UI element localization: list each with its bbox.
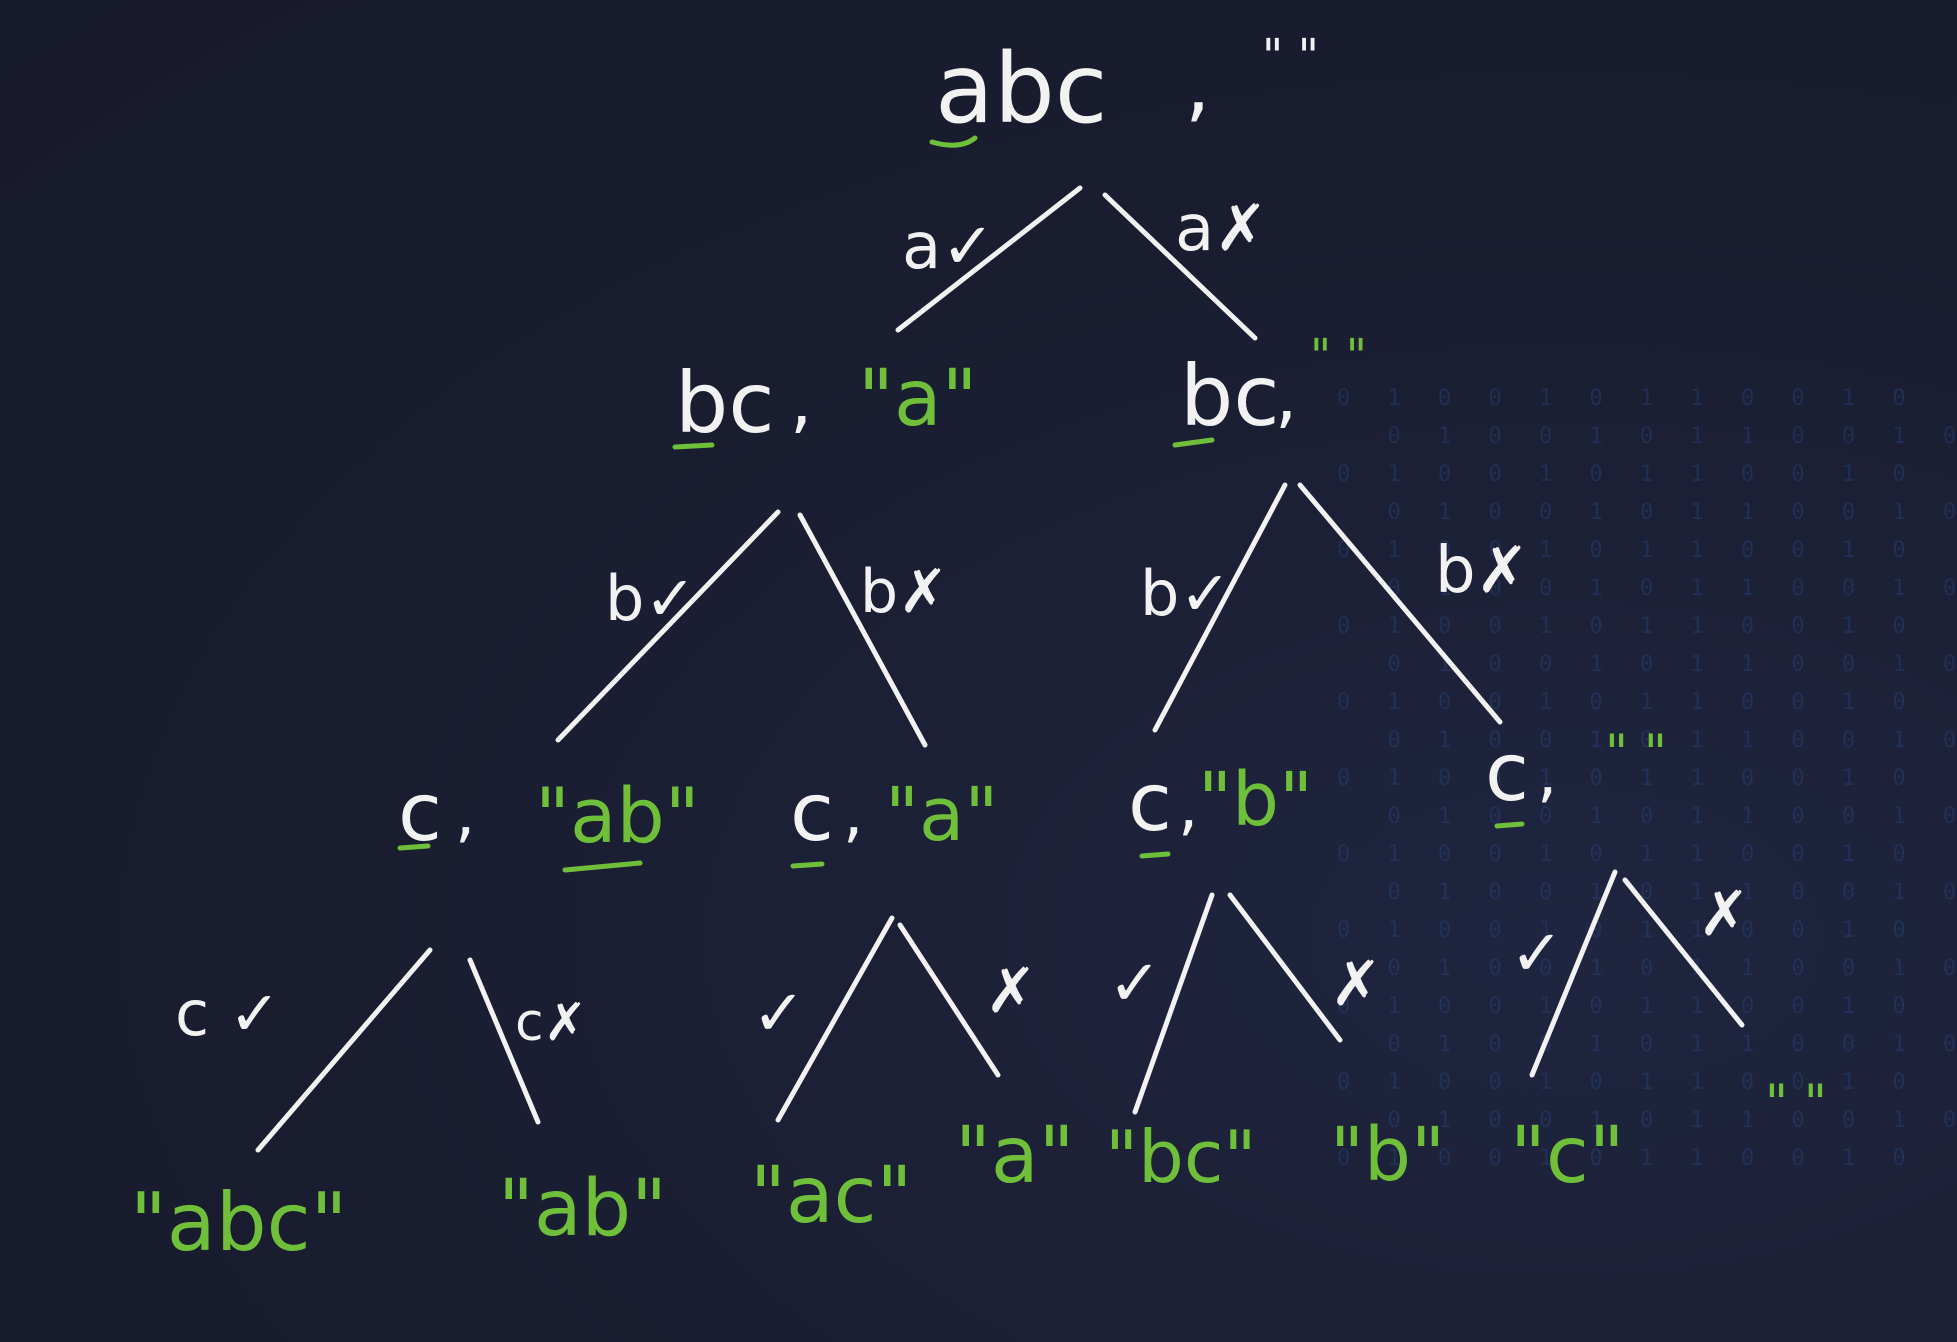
underline-l2a-c <box>397 843 431 851</box>
node-level2-3: c , "b" <box>1128 756 1313 849</box>
edge-label-l2c-skip: ✗ <box>1330 947 1382 1020</box>
edge-l2a-right <box>467 957 541 1125</box>
edge-l2d-right <box>1622 877 1745 1028</box>
node-l2c-current: "b" <box>1198 757 1313 843</box>
edge-label-l2a-take: c ✓ <box>175 977 281 1050</box>
edge-l2c-left <box>1132 892 1215 1115</box>
result-a: "a" <box>955 1111 1075 1201</box>
node-level2-1: c , "ab" <box>398 766 700 860</box>
node-l1b-input: bc <box>1180 347 1280 445</box>
edge-label-l2c-take: ✓ <box>1108 947 1162 1021</box>
node-root: abc , " " <box>935 29 1319 145</box>
node-l2a-sep: , <box>455 777 475 851</box>
edge-l1a-right <box>797 512 928 748</box>
node-level1-left: bc , "a" <box>675 354 978 452</box>
edge-root-left <box>895 185 1083 333</box>
underline-l2b-c <box>790 861 825 869</box>
underline-l2d-c <box>1494 821 1525 829</box>
node-l2d-sep: , <box>1537 737 1557 811</box>
underline-l1b-b <box>1172 437 1215 448</box>
underline-root-a <box>929 135 978 148</box>
node-level1-right: bc , " " <box>1180 329 1367 445</box>
edge-label-l1a-take: b✓ <box>605 562 696 635</box>
edge-l2a-left <box>255 947 433 1153</box>
result-ab: "ab" <box>498 1164 667 1254</box>
node-l2b-current: "a" <box>885 772 998 858</box>
node-l1b-current: " " <box>1310 329 1367 383</box>
result-bc: "bc" <box>1105 1115 1257 1199</box>
node-l2c-sep: , <box>1178 770 1198 844</box>
edge-l1b-right <box>1297 482 1503 725</box>
edge-l2d-left <box>1529 869 1618 1078</box>
node-l2b-sep: , <box>843 777 863 851</box>
binary-background-pattern: 0 1 0 0 1 0 1 1 0 0 1 0 0 1 0 0 1 0 1 1 … <box>1337 386 1956 1171</box>
results-row: "abc" "ab" "ac" "a" "bc" "b" "c" " " <box>130 1074 1827 1269</box>
node-level2-2: c , "a" <box>790 766 998 859</box>
edge-label-l2d-take: ✓ <box>1510 917 1564 991</box>
edge-l1a-left <box>555 509 781 743</box>
node-root-comma: , <box>1185 38 1210 131</box>
node-root-current: " " <box>1262 29 1319 83</box>
underline-l2c-c <box>1139 851 1171 859</box>
edge-label-l2b-take: ✓ <box>752 977 806 1051</box>
edge-l2b-right <box>897 922 1001 1078</box>
result-b: "b" <box>1330 1112 1445 1198</box>
node-l2a-input: c <box>398 766 442 859</box>
result-ac: "ac" <box>750 1151 912 1241</box>
edge-l1b-left <box>1152 482 1288 733</box>
edge-label-root-skip: a✗ <box>1175 192 1268 266</box>
node-l1a-sep: , <box>790 360 812 442</box>
edge-label-l2d-skip: ✗ <box>1698 877 1750 950</box>
edge-l2b-left <box>775 915 895 1123</box>
node-l2d-current: " " <box>1605 724 1667 782</box>
node-l2a-current: "ab" <box>535 771 700 860</box>
edge-label-l1b-skip: b✗ <box>1435 534 1529 608</box>
edge-label-l1a-skip: b✗ <box>860 557 948 627</box>
node-l1a-current: "a" <box>858 354 978 444</box>
edge-label-l1b-take: b✓ <box>1140 557 1231 630</box>
node-root-input: abc <box>935 33 1108 145</box>
edge-l2c-right <box>1227 892 1343 1043</box>
node-l1b-sep: , <box>1275 355 1297 437</box>
node-l2d-input: c <box>1485 726 1529 819</box>
underline-l2a-ab <box>562 860 643 873</box>
edge-label-l2b-skip: ✗ <box>985 954 1037 1027</box>
underline-l1a-b <box>672 442 715 450</box>
result-abc: "abc" <box>130 1176 347 1269</box>
node-l2b-input: c <box>790 766 834 859</box>
edge-label-root-take: a✓ <box>902 210 995 284</box>
node-l1a-input: bc <box>675 354 775 452</box>
result-empty: " " <box>1765 1074 1827 1132</box>
result-c: "c" <box>1510 1111 1625 1201</box>
node-l2c-input: c <box>1128 756 1172 849</box>
edge-root-right <box>1102 192 1258 341</box>
edge-label-l2a-skip: c✗ <box>515 993 587 1053</box>
node-level2-4: c , " " <box>1485 724 1667 819</box>
